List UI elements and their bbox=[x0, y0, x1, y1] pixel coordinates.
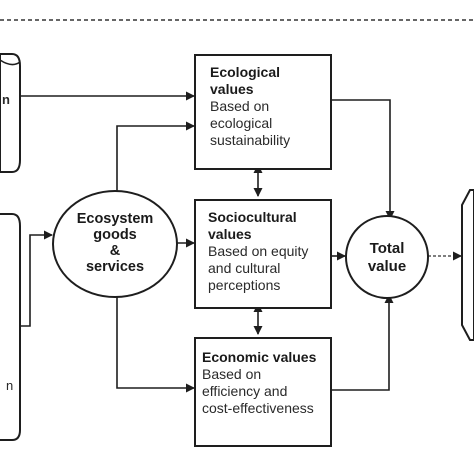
ecosystem-label: Ecosystem goods & services bbox=[60, 211, 170, 275]
ecological-title-1: Ecological bbox=[210, 64, 281, 80]
ecological-title-2: values bbox=[210, 81, 254, 97]
ecological-desc-3: sustainability bbox=[210, 132, 291, 148]
arrow-leftbox-to-ecosystem bbox=[20, 230, 53, 327]
economic-desc-2: efficiency and bbox=[202, 383, 288, 399]
arrow-ecological-to-total bbox=[331, 99, 395, 220]
left-cylinder-fragment bbox=[0, 53, 21, 173]
ecosystem-line-4: services bbox=[85, 259, 145, 275]
economic-desc-3: cost-effectiveness bbox=[202, 400, 314, 416]
ecological-desc-1: Based on bbox=[210, 98, 270, 114]
ecosystem-line-3: & bbox=[109, 243, 121, 259]
arrow-ecosystem-to-economic bbox=[116, 297, 195, 393]
ecological-desc-2: ecological bbox=[210, 115, 273, 131]
total-line-2: value bbox=[367, 258, 407, 275]
total-line-1: Total bbox=[369, 240, 405, 257]
left-fragment-letter-top: n bbox=[2, 92, 10, 107]
sociocultural-desc-3: perceptions bbox=[208, 277, 281, 293]
total-value-label: Total value bbox=[350, 240, 424, 276]
sociocultural-desc-1: Based on equity bbox=[208, 243, 309, 259]
ecological-values-box: Ecological values Based on ecological su… bbox=[194, 54, 332, 170]
ecosystem-circle bbox=[52, 190, 178, 298]
sociocultural-title-1: Sociocultural bbox=[208, 209, 297, 225]
sociocultural-title-2: values bbox=[208, 226, 252, 242]
ecosystem-line-2: goods bbox=[93, 227, 137, 243]
economic-desc-1: Based on bbox=[202, 366, 262, 382]
total-value-circle bbox=[345, 215, 429, 299]
left-box-fragment bbox=[0, 213, 21, 441]
left-fragment-letter-bottom: n bbox=[6, 378, 14, 393]
economic-values-box: Economic values Based on efficiency and … bbox=[194, 337, 332, 447]
arrow-economic-to-total bbox=[331, 294, 394, 391]
economic-title: Economic values bbox=[202, 349, 317, 365]
sociocultural-desc-2: and cultural bbox=[208, 260, 281, 276]
arrow-ecosystem-to-ecological bbox=[116, 121, 195, 191]
ecosystem-line-1: Ecosystem bbox=[76, 211, 154, 227]
right-box-fragment bbox=[461, 189, 474, 341]
sociocultural-values-box: Sociocultural values Based on equity and… bbox=[194, 199, 332, 309]
